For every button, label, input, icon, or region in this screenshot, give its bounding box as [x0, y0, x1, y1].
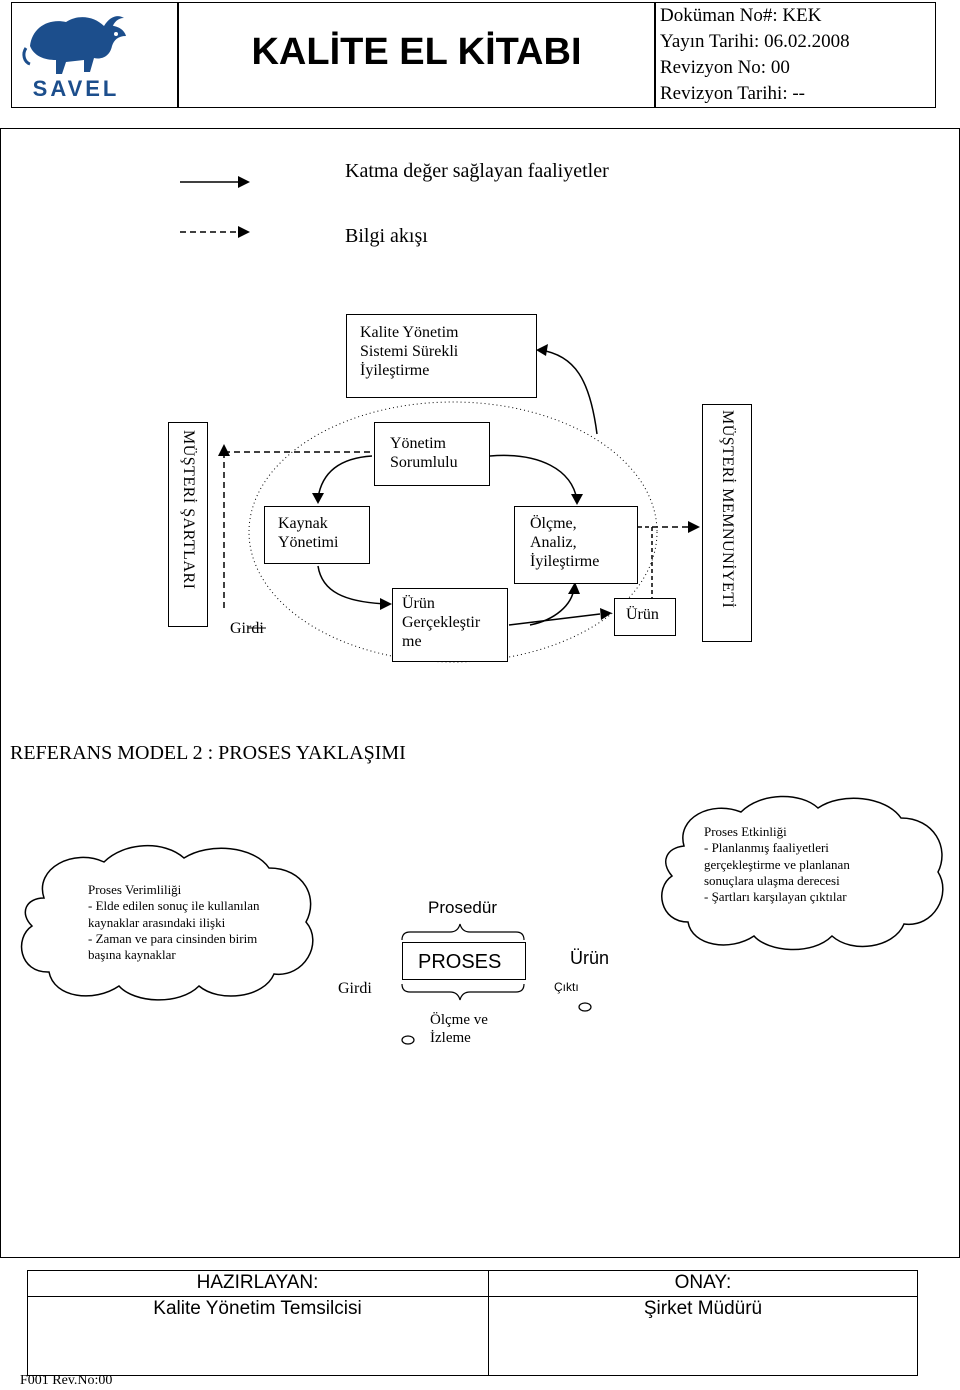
procedure-label: Prosedür [428, 898, 497, 917]
revision-number: Revizyon No: 00 [660, 57, 790, 78]
resource-management-label: Kaynak Yönetimi [278, 515, 339, 552]
legend-solid-label: Katma değer sağlayan faaliyetler [345, 160, 609, 182]
product-realization-label: Ürün Gerçekleştir me [402, 595, 481, 651]
product-realization-box [392, 588, 508, 662]
continuous-improvement-label: Kalite Yönetim Sistemi Sürekli İyileştir… [360, 324, 459, 380]
customer-requirements-label: MÜŞTERİ ŞARTLARI [180, 430, 197, 590]
form-code: F001 Rev.No:00 [20, 1373, 113, 1388]
measure-monitor-label: Ölçme ve İzleme [430, 1012, 488, 1046]
section-heading: REFERANS MODEL 2 : PROSES YAKLAŞIMI [10, 742, 406, 764]
continuous-improvement-box [346, 314, 537, 398]
approved-by-name: Şirket Müdürü [643, 1298, 763, 1319]
header-title-cell [177, 2, 656, 108]
effectiveness-cloud-shape [661, 795, 944, 951]
measurement-analysis-box [514, 506, 638, 584]
doc-number: Doküman No#: KEK [660, 5, 822, 26]
page-title: KALİTE EL KİTABI [251, 31, 582, 73]
approved-by-heading: ONAY: [674, 1272, 732, 1293]
customer-satisfaction-box [702, 404, 752, 642]
header-logo-cell [11, 2, 179, 108]
customer-satisfaction-label: MÜŞTERİ MEMNUNİYETİ [719, 410, 736, 609]
output-product-label: Ürün [570, 948, 610, 968]
logo-wordmark: SAVEL [32, 76, 120, 101]
approval-table-divider [488, 1270, 489, 1376]
resource-management-box [264, 506, 370, 564]
efficiency-cloud-text: Proses Verimliliği - Elde edilen sonuç i… [88, 882, 260, 962]
girdi-label: Girdi [230, 620, 264, 637]
process-model-diagram [218, 344, 700, 663]
bull-logo-icon [22, 16, 126, 74]
product-label: Ürün [626, 606, 659, 623]
product-box [614, 598, 676, 636]
dashed-arrow-icon [180, 226, 250, 238]
header-meta-cell [654, 2, 936, 108]
process-approach-diagram [401, 923, 592, 1045]
process-label: PROSES [418, 951, 502, 973]
legend-dashed-label: Bilgi akışı [345, 225, 428, 247]
management-responsibility-box [374, 422, 490, 486]
content-frame [0, 128, 960, 1258]
prepared-by-heading: HAZIRLAYAN: [196, 1272, 319, 1293]
effectiveness-cloud-text: Proses Etkinliği - Planlanmış faaliyetle… [704, 824, 850, 904]
revision-date: Revizyon Tarihi: -- [660, 83, 806, 104]
process-box [402, 942, 526, 980]
customer-requirements-box [168, 422, 208, 627]
measurement-analysis-label: Ölçme, Analiz, İyileştirme [530, 515, 600, 571]
approval-table-row-line [27, 1296, 918, 1297]
prepared-by-name: Kalite Yönetim Temsilcisi [153, 1298, 362, 1319]
management-responsibility-label: Yönetim Sorumlulu [390, 435, 458, 472]
publish-date: Yayın Tarihi: 06.02.2008 [660, 31, 850, 52]
solid-arrow-icon [180, 176, 250, 188]
input-label: Girdi [338, 980, 372, 997]
approval-table [27, 1270, 918, 1376]
output-label: Çıktı [554, 980, 579, 994]
efficiency-cloud-shape [20, 845, 314, 1001]
